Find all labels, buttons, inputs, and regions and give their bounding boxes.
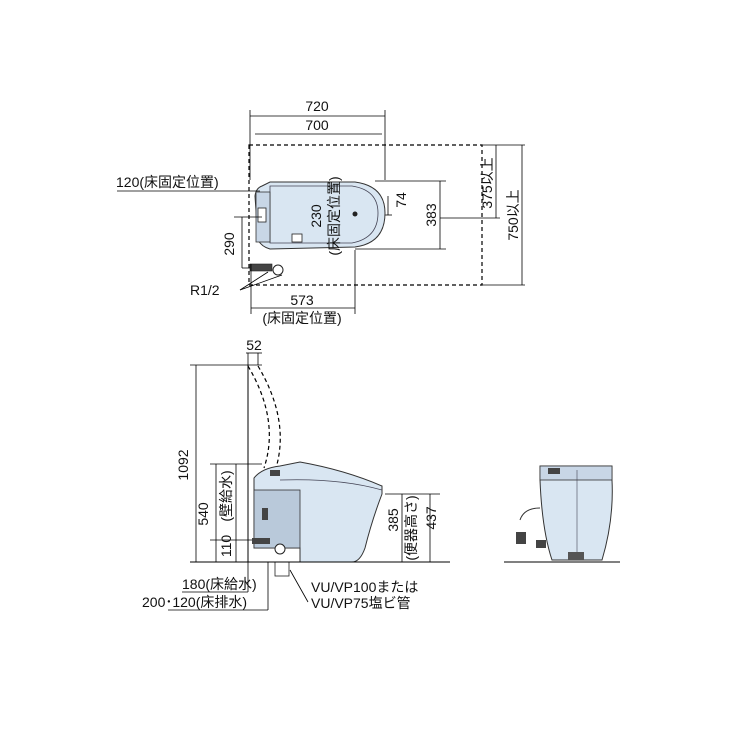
toilet-front-body	[539, 465, 613, 561]
floor-fix-vertical-label: (床固定位置)	[326, 176, 342, 255]
dim-700-label: 700	[305, 117, 329, 133]
drain-joint	[274, 543, 286, 555]
seat-height-label: (便器高さ)	[403, 495, 419, 560]
open-lid-outline-1	[257, 365, 281, 469]
dim-750-label: 750以上	[505, 189, 521, 240]
front-base	[568, 552, 584, 560]
dim-383-label: 383	[423, 203, 439, 227]
floor-fix-point	[352, 211, 358, 217]
dim-110-label: 110	[218, 535, 234, 558]
front-supply-hose	[519, 507, 541, 521]
front-joint	[536, 540, 546, 548]
installation-space-outline	[248, 144, 483, 286]
floor-fix-bottom-label: (床固定位置)	[262, 310, 341, 326]
side-view: 52 1092 540 (壁給水) 110 385 (便器	[142, 337, 450, 611]
floor-supply-label: 180(床給水)	[182, 576, 257, 592]
control-box	[257, 207, 267, 223]
dim-540-label: 540	[195, 502, 211, 526]
seat-line	[279, 479, 383, 491]
pipe-note-line-2: VU/VP75塩ビ管	[311, 595, 411, 611]
wall-supply-label: (壁給水)	[218, 470, 234, 521]
top-view: 720 700 375以上 750以上 383 74 230 (床固定位置)	[116, 98, 525, 326]
front-valve	[516, 532, 526, 544]
front-view	[504, 465, 620, 563]
leader-r12-1	[239, 271, 269, 291]
dim-573-label: 573	[290, 292, 314, 308]
valve-1	[262, 508, 268, 520]
dim-437-label: 437	[423, 506, 439, 530]
front-panel	[548, 468, 560, 474]
dim-290-label: 290	[221, 232, 237, 256]
supply-joint	[272, 264, 284, 276]
dim-385-label: 385	[385, 508, 401, 532]
supply-valve-side	[252, 538, 270, 544]
outlet-box	[291, 233, 303, 243]
drain-pipe	[274, 561, 290, 577]
pipe-label-r12: R1/2	[190, 282, 220, 298]
dim-720-label: 720	[305, 98, 329, 114]
pipe-note-leader	[289, 569, 309, 603]
dim-74-label: 74	[393, 192, 409, 208]
hinge	[270, 470, 280, 476]
floor-drain-label: 200･120(床排水)	[142, 594, 247, 610]
dim-52-label: 52	[246, 337, 262, 353]
leader-r12-2	[239, 274, 283, 291]
open-lid-outline-2	[247, 365, 270, 469]
dim-230-label: 230	[308, 204, 324, 228]
pipe-note-line-1: VU/VP100または	[311, 579, 418, 595]
dim-375-label: 375以上	[479, 157, 495, 208]
dim-120-label: 120(床固定位置)	[116, 174, 219, 190]
supply-valve	[249, 263, 273, 272]
dim-1092-label: 1092	[175, 449, 191, 480]
toilet-seat-outline	[269, 185, 379, 244]
